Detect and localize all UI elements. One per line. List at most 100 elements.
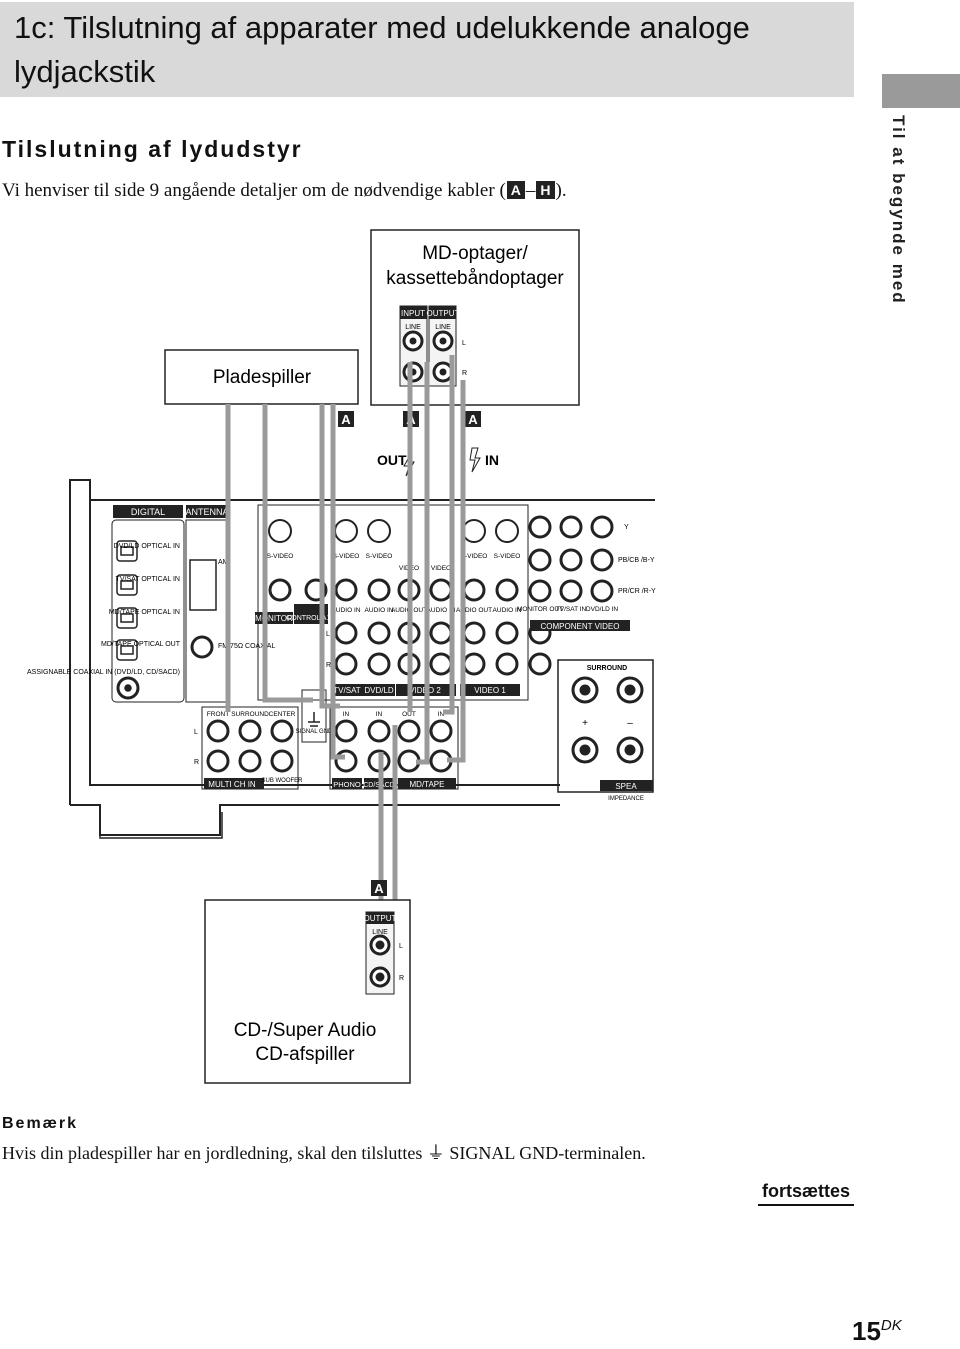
- cd-right-label: R: [399, 975, 404, 982]
- receiver-outline: [69, 479, 655, 805]
- am-label: AM: [218, 559, 229, 566]
- multi-left-label: L: [194, 729, 198, 736]
- speaker-terminal-panel: [557, 659, 654, 793]
- audio-out-label-2: AUDIO OUT: [456, 607, 492, 614]
- continue-link[interactable]: fortsættes: [758, 1181, 854, 1206]
- md-tape-label: MD/TAPE: [410, 780, 445, 789]
- cable-letter-a-1: A: [338, 411, 354, 427]
- cd-in-label: IN: [376, 711, 383, 718]
- dvd-ld-in-label: DVD/LD IN: [586, 606, 618, 613]
- audio-in-label-4: AUDIO IN: [493, 607, 522, 614]
- signal-out-label: OUT: [377, 452, 407, 468]
- cd-player-title-2: CD-afspiller: [255, 1044, 355, 1065]
- intro-text: Vi henviser til side 9 angående detaljer…: [2, 180, 506, 201]
- svg-text:A: A: [374, 881, 384, 896]
- video-in-label: VIDEO: [431, 565, 451, 572]
- svideo-label-4: S-VIDEO: [461, 553, 488, 560]
- audio-in-label-2: AUDIO IN: [365, 607, 394, 614]
- sub-woofer-label: SUB WOOFER: [261, 778, 303, 784]
- md-recorder-title-2: kassettebåndoptager: [386, 268, 564, 289]
- md-optical-in-label: MD/TAPE OPTICAL IN: [109, 609, 180, 616]
- cd-line-label: LINE: [372, 929, 388, 936]
- side-tab-marker: [882, 74, 960, 108]
- side-tab-label: Til at begynde med: [889, 115, 908, 305]
- phono-in-label: IN: [343, 711, 350, 718]
- section-heading: Tilslutning af lydudstyr: [2, 136, 303, 162]
- svg-text:A: A: [341, 412, 351, 427]
- component-pb-label: PB/CB /B-Y: [618, 557, 655, 564]
- optical-jacks: [116, 540, 140, 700]
- intro-suffix: ).: [555, 180, 567, 201]
- monitor-out-label: MONITOR OUT: [517, 606, 563, 613]
- front-label: FRONT: [207, 711, 229, 718]
- svideo-label-3: S-VIDEO: [366, 553, 393, 560]
- page-number-suffix: DK: [880, 1317, 902, 1334]
- impedance-label: IMPEDANCE: [608, 796, 644, 802]
- svideo-label-2: S-VIDEO: [333, 553, 360, 560]
- fm-jack: [190, 635, 214, 659]
- center-label: CENTER: [269, 711, 296, 718]
- video1-label: VIDEO 1: [474, 686, 506, 695]
- signal-in-arrow-icon: [469, 447, 481, 473]
- md-input-label: INPUT: [401, 309, 425, 318]
- cd-output-label: OUTPUT: [364, 914, 397, 923]
- tv-sat-label: TV/SAT: [333, 686, 361, 695]
- tv-sat-in-label: TV/SAT IN: [556, 606, 587, 613]
- cable-letter-from: A: [506, 181, 525, 199]
- cable-letter-a-4: A: [371, 880, 387, 896]
- antenna-header: ANTENNA: [185, 507, 228, 517]
- audio-left-label: L: [326, 631, 330, 638]
- svg-text:A: A: [468, 412, 478, 427]
- page-number: 15DK: [852, 1316, 902, 1347]
- coaxial-label: ASSIGNABLE COAXIAL IN (DVD/LD, CD/SACD): [27, 669, 180, 676]
- turntable-box: [164, 349, 359, 405]
- audio-in-label-1: AUDIO IN: [332, 607, 361, 614]
- svideo-label-5: S-VIDEO: [494, 553, 521, 560]
- cable-letter-to: H: [536, 181, 555, 199]
- component-video-label: COMPONENT VIDEO: [541, 622, 620, 631]
- speaker-terminals: [571, 676, 644, 764]
- signal-in-label: IN: [485, 452, 499, 468]
- surround-input-label: SURROUND: [231, 711, 269, 718]
- control-a1-label: CONTROL A1 Ⅱ: [286, 615, 335, 622]
- cable-dash: –: [525, 180, 536, 201]
- cd-player-title-1: CD-/Super Audio: [234, 1020, 377, 1041]
- component-pr-label: PR/CR /R-Y: [618, 588, 656, 595]
- audio-right-label: R: [326, 662, 331, 669]
- phono-label: PHONO: [333, 780, 361, 789]
- dvd-optical-label: DVD/LD OPTICAL IN: [114, 543, 180, 550]
- surround-speaker-label: SURROUND: [587, 665, 627, 672]
- md-out-label: OUT: [402, 711, 416, 718]
- section-intro: Vi henviser til side 9 angående detaljer…: [2, 180, 567, 202]
- tv-optical-label: TV/SAT OPTICAL IN: [116, 576, 180, 583]
- rca-jack-grid: [268, 578, 519, 676]
- cd-output-jacks: [369, 934, 391, 988]
- md-line-in-label: LINE: [405, 324, 421, 331]
- component-video-jacks: [528, 515, 614, 676]
- multi-right-label: R: [194, 759, 199, 766]
- audio-in-label-3: AUDIO IN: [427, 607, 456, 614]
- speakers-label: SPEA: [615, 782, 637, 791]
- connection-cables: [225, 355, 466, 1070]
- md-recorder-title-1: MD-optager/: [422, 243, 528, 264]
- md-left-label: L: [462, 340, 466, 347]
- cd-left-label: L: [399, 943, 403, 950]
- component-y-label: Y: [624, 524, 629, 531]
- md-in-label: IN: [438, 711, 445, 718]
- svideo-jacks: [268, 519, 519, 543]
- note-heading: Bemærk: [2, 1115, 79, 1132]
- title-bar: [0, 2, 854, 97]
- multi-ch-in-label: MULTI CH IN: [208, 780, 256, 789]
- speaker-plus-label: +: [582, 718, 588, 729]
- am-terminal: [189, 559, 217, 611]
- md-optical-out-label: MD/TAPE OPTICAL OUT: [101, 641, 181, 648]
- note-text: Hvis din pladespiller har en jordledning…: [2, 1143, 646, 1163]
- page-title: 1c: Tilslutning af apparater med udelukk…: [14, 10, 750, 89]
- multi-ch-jacks: [206, 719, 294, 773]
- turntable-title: Pladespiller: [213, 367, 312, 388]
- page-number-value: 15: [852, 1316, 881, 1346]
- md-right-label: R: [462, 370, 467, 377]
- speaker-minus-label: –: [627, 718, 633, 729]
- md-line-out-label: LINE: [435, 324, 451, 331]
